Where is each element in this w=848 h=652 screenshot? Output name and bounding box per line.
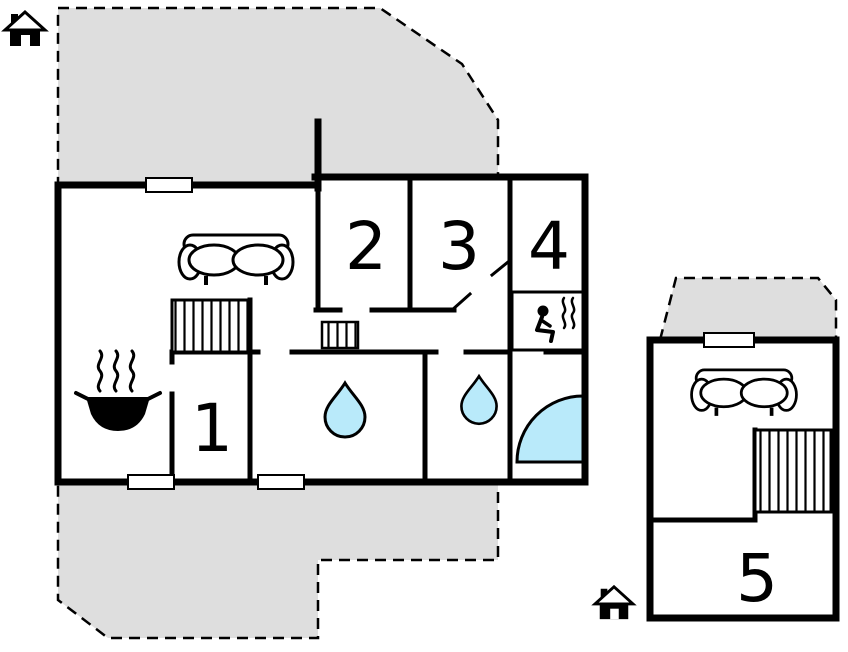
window-icon bbox=[703, 332, 755, 348]
window-icon bbox=[257, 474, 305, 490]
window-icon bbox=[127, 474, 175, 490]
steam-icon bbox=[96, 349, 136, 393]
room-label-4: 4 bbox=[528, 208, 570, 285]
corner-shower-icon bbox=[515, 394, 585, 464]
room-labels: 1 2 3 4 5 bbox=[191, 208, 778, 617]
outer-walls-main bbox=[54, 118, 589, 486]
windows bbox=[127, 177, 755, 490]
stairs-icon bbox=[753, 428, 833, 514]
room-label-2: 2 bbox=[345, 208, 387, 285]
room-label-3: 3 bbox=[438, 208, 480, 285]
terrace-areas bbox=[56, 6, 838, 640]
sauna-icon bbox=[510, 290, 585, 352]
terrace-area-annex bbox=[658, 276, 838, 342]
stove-pot-icon bbox=[74, 349, 162, 431]
house-icon bbox=[3, 10, 47, 48]
house-icon bbox=[593, 585, 635, 621]
diagonal-wall bbox=[449, 259, 511, 313]
room-label-5: 5 bbox=[736, 540, 778, 617]
stairs-steps-icon bbox=[320, 320, 360, 350]
stairs-icon bbox=[170, 298, 252, 354]
terrace-area-top bbox=[56, 6, 500, 187]
interior-walls-main bbox=[169, 174, 586, 483]
window-icon bbox=[145, 177, 193, 193]
terrace-area-bottom bbox=[56, 480, 500, 640]
room-label-1: 1 bbox=[191, 390, 233, 467]
